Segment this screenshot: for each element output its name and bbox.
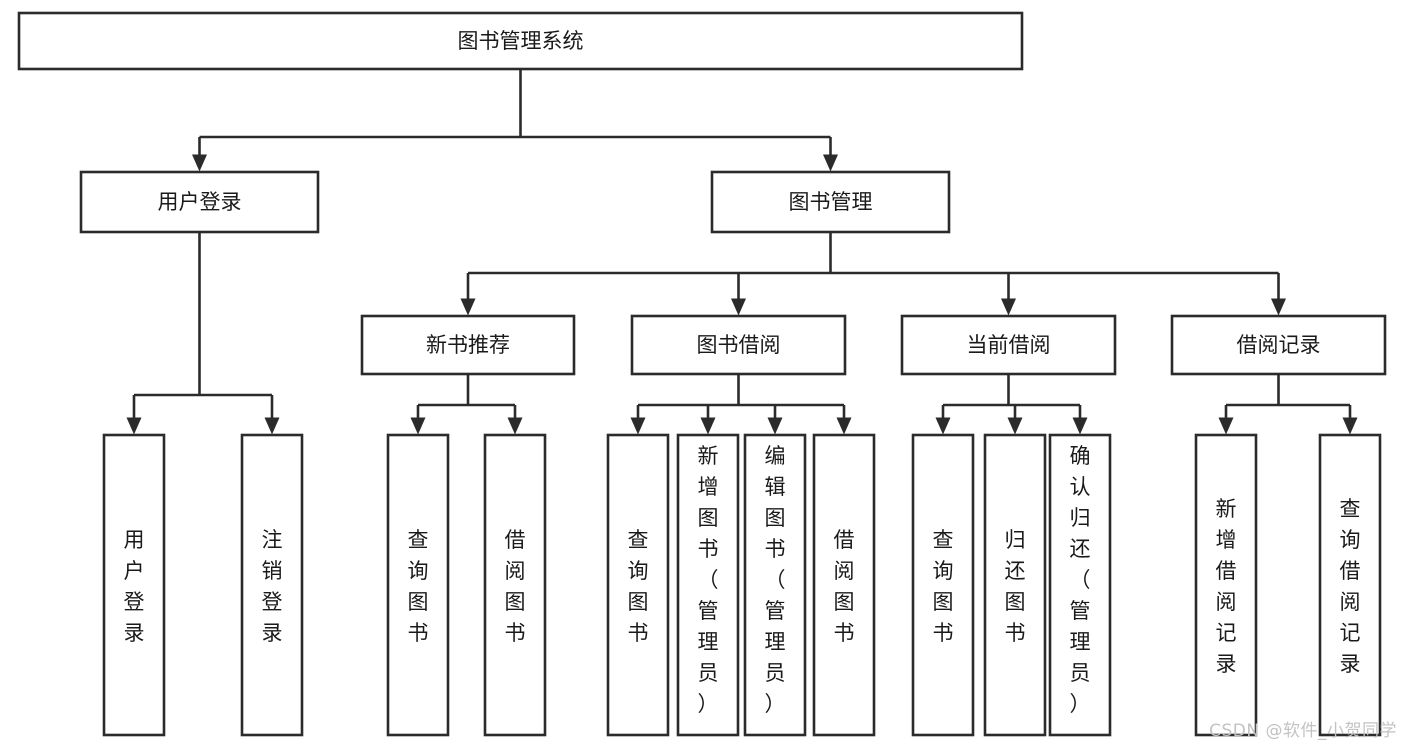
arrow-head-icon: [767, 417, 783, 435]
node-new-book-recommend[interactable]: 新书推荐: [360, 314, 576, 376]
node-box-leaf-return-book: [983, 433, 1047, 737]
node-box-leaf-confirm-return-admin: [1048, 433, 1112, 737]
node-leaf-user-logout[interactable]: 注销登录: [240, 433, 304, 737]
arrow-head-icon: [700, 417, 716, 435]
arrow-head-icon: [192, 154, 207, 172]
node-book-manage[interactable]: 图书管理: [710, 170, 951, 234]
node-box-leaf-borrow-book: [812, 433, 876, 737]
node-label-leaf-borrow-book: 借阅图书: [834, 528, 855, 645]
node-leaf-query-book-current[interactable]: 查询图书: [911, 433, 975, 737]
node-box-leaf-query-borrow-record: [1318, 433, 1382, 737]
arrow-head-icon: [1271, 298, 1286, 316]
arrow-head-icon: [731, 298, 746, 316]
node-label-leaf-query-book: 查询图书: [628, 528, 649, 645]
connector-group-root: [192, 69, 838, 172]
csdn-watermark: CSDN @软件_小贺同学: [1209, 721, 1397, 741]
node-box-leaf-add-borrow-record: [1194, 433, 1258, 737]
node-label-borrow-records: 借阅记录: [1237, 333, 1321, 357]
node-leaf-borrow-book[interactable]: 借阅图书: [812, 433, 876, 737]
node-box-book-manage: [710, 170, 951, 234]
node-label-leaf-edit-book-admin: 编辑图书（管理员）: [765, 444, 786, 716]
arrow-head-icon: [1007, 417, 1023, 435]
node-leaf-edit-book-admin[interactable]: 编辑图书（管理员）: [743, 433, 807, 737]
connector-layer: [126, 69, 1358, 435]
node-label-leaf-return-book: 归还图书: [1005, 528, 1026, 645]
node-box-new-book-recommend: [360, 314, 576, 376]
arrow-head-icon: [460, 298, 476, 316]
node-layer: 图书管理系统用户登录图书管理新书推荐图书借阅当前借阅借阅记录用户登录注销登录查询…: [17, 11, 1387, 737]
node-leaf-borrow-book-recommend[interactable]: 借阅图书: [483, 433, 547, 737]
node-borrow-records[interactable]: 借阅记录: [1170, 314, 1387, 376]
connector-group-book-manage: [460, 232, 1286, 316]
connector-group-new-book-recommend: [410, 374, 523, 435]
node-label-current-borrow: 当前借阅: [967, 333, 1051, 357]
node-box-leaf-edit-book-admin: [743, 433, 807, 737]
node-leaf-query-book-recommend[interactable]: 查询图书: [386, 433, 450, 737]
node-label-leaf-add-book-admin: 新增图书（管理员）: [698, 444, 719, 716]
node-leaf-return-book[interactable]: 归还图书: [983, 433, 1047, 737]
connector-group-book-borrow: [630, 374, 852, 435]
node-label-new-book-recommend: 新书推荐: [426, 333, 510, 357]
node-leaf-query-borrow-record[interactable]: 查询借阅记录: [1318, 433, 1382, 737]
node-leaf-query-book[interactable]: 查询图书: [606, 433, 670, 737]
node-box-leaf-add-book-admin: [676, 433, 740, 737]
node-box-leaf-query-book-recommend: [386, 433, 450, 737]
node-label-leaf-add-borrow-record: 新增借阅记录: [1216, 497, 1237, 676]
node-box-leaf-query-book-current: [911, 433, 975, 737]
node-label-leaf-query-book-current: 查询图书: [933, 528, 954, 645]
node-box-root: [17, 11, 1024, 71]
node-box-leaf-borrow-book-recommend: [483, 433, 547, 737]
node-box-user-login: [79, 170, 320, 234]
node-leaf-add-book-admin[interactable]: 新增图书（管理员）: [676, 433, 740, 737]
connector-group-borrow-records: [1218, 374, 1358, 435]
node-user-login[interactable]: 用户登录: [79, 170, 320, 234]
node-label-leaf-user-logout: 注销登录: [262, 528, 283, 645]
node-leaf-user-login[interactable]: 用户登录: [102, 433, 166, 737]
arrow-head-icon: [1001, 298, 1016, 316]
node-box-leaf-query-book: [606, 433, 670, 737]
node-label-leaf-query-borrow-record: 查询借阅记录: [1340, 497, 1361, 676]
node-label-root: 图书管理系统: [458, 29, 584, 53]
arrow-head-icon: [410, 417, 426, 435]
arrow-head-icon: [630, 417, 646, 435]
node-label-leaf-borrow-book-recommend: 借阅图书: [505, 528, 526, 645]
arrow-head-icon: [1218, 417, 1234, 435]
node-root[interactable]: 图书管理系统: [17, 11, 1024, 71]
node-label-book-borrow: 图书借阅: [697, 333, 781, 357]
node-label-leaf-confirm-return-admin: 确认归还（管理员）: [1070, 444, 1091, 716]
node-label-user-login: 用户登录: [158, 190, 242, 214]
node-box-borrow-records: [1170, 314, 1387, 376]
node-label-leaf-user-login: 用户登录: [124, 528, 145, 645]
node-box-book-borrow: [630, 314, 847, 376]
arrow-head-icon: [823, 154, 838, 172]
arrow-head-icon: [126, 417, 142, 435]
arrow-head-icon: [1342, 417, 1358, 435]
connector-group-user-login: [126, 232, 280, 435]
node-leaf-add-borrow-record[interactable]: 新增借阅记录: [1194, 433, 1258, 737]
arrow-head-icon: [507, 417, 523, 435]
arrow-head-icon: [935, 417, 951, 435]
arrow-head-icon: [1072, 417, 1088, 435]
node-current-borrow[interactable]: 当前借阅: [900, 314, 1117, 376]
node-label-book-manage: 图书管理: [789, 190, 873, 214]
node-box-leaf-user-login: [102, 433, 166, 737]
node-box-current-borrow: [900, 314, 1117, 376]
node-book-borrow[interactable]: 图书借阅: [630, 314, 847, 376]
node-leaf-confirm-return-admin[interactable]: 确认归还（管理员）: [1048, 433, 1112, 737]
node-box-leaf-user-logout: [240, 433, 304, 737]
arrow-head-icon: [264, 417, 280, 435]
node-label-leaf-query-book-recommend: 查询图书: [408, 528, 429, 645]
arrow-head-icon: [836, 417, 852, 435]
connector-group-current-borrow: [935, 374, 1088, 435]
